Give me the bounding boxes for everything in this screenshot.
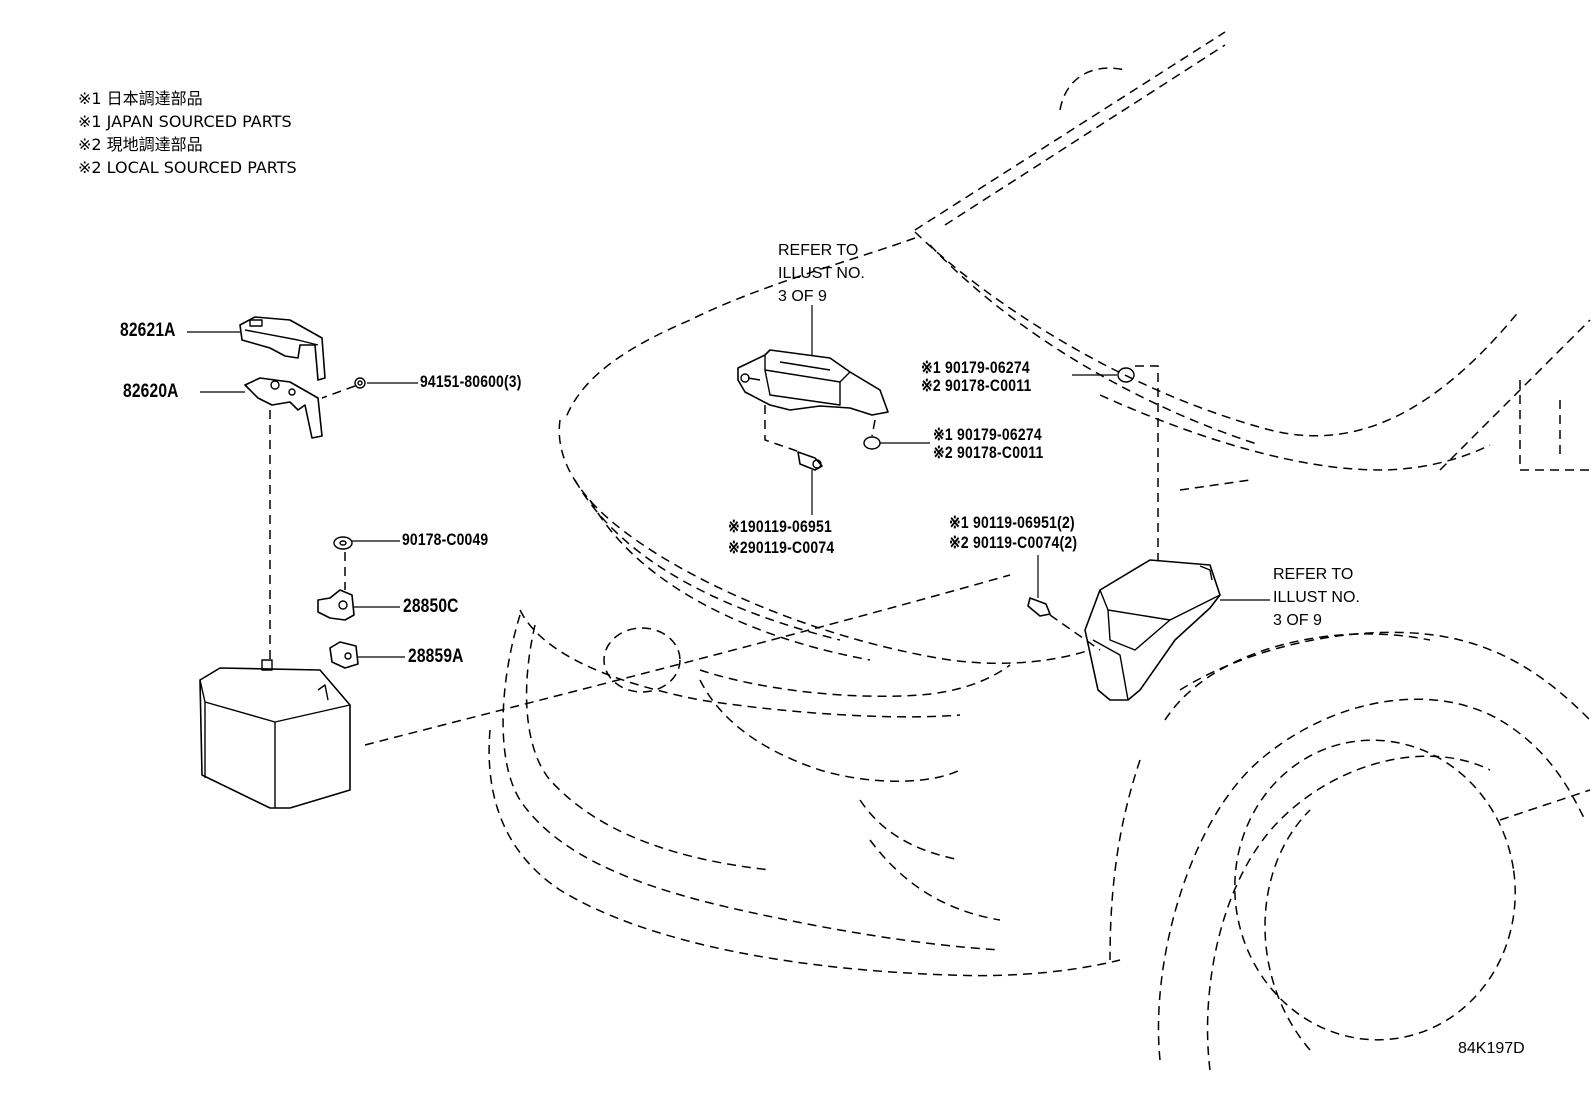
part-82621A-label[interactable]: 82621A <box>120 320 176 341</box>
part-28850C-label[interactable]: 28850C <box>403 596 459 617</box>
sensor-28850C-part <box>317 589 400 621</box>
legend-japan-en: ※1 JAPAN SOURCED PARTS <box>78 112 292 131</box>
part-90178-C0049-label[interactable]: 90178-C0049 <box>402 530 489 549</box>
ecu-nut-local-label[interactable]: ※2 90178-C0011 <box>933 443 1044 462</box>
part-94151-label[interactable]: 94151-80600(3) <box>420 372 522 391</box>
ref-line-3: 3 OF 9 <box>778 288 827 305</box>
legend-local-en: ※2 LOCAL SOURCED PARTS <box>78 158 297 177</box>
relay-cover-82621A-part <box>187 316 326 381</box>
ecu-bolt-local-label[interactable]: ※290119-C0074 <box>728 538 835 557</box>
legend-local-jp: ※2 現地調達部品 <box>78 135 203 154</box>
fuse-bolt-japan-label[interactable]: ※1 90119-06951(2) <box>949 513 1075 532</box>
ecu-module-part <box>737 305 930 515</box>
part-28859A-label[interactable]: 28859A <box>408 646 464 667</box>
bracket-82620A-part <box>200 377 323 439</box>
part-82620A-label[interactable]: 82620A <box>123 381 179 402</box>
nut-90178-C0049-part <box>333 536 400 590</box>
upper-nut-japan-label[interactable]: ※1 90179-06274 <box>921 358 1030 377</box>
ref-line-1: REFER TO <box>778 242 859 259</box>
fuse-box-refer-to-illustration[interactable]: REFER TO ILLUST NO. 3 OF 9 <box>1273 563 1360 632</box>
ref-line-2: ILLUST NO. <box>1273 589 1360 606</box>
ecu-refer-to-illustration[interactable]: REFER TO ILLUST NO. 3 OF 9 <box>778 239 865 308</box>
battery-part <box>199 574 1011 809</box>
fuse-bolt-local-label[interactable]: ※2 90119-C0074(2) <box>949 533 1078 552</box>
fuse-box-part <box>1027 555 1270 701</box>
ref-line-3: 3 OF 9 <box>1273 612 1322 629</box>
ref-line-1: REFER TO <box>1273 566 1354 583</box>
clip-94151-part <box>321 377 418 399</box>
upper-nut-part <box>1072 365 1159 560</box>
vehicle-outline <box>488 31 1591 1071</box>
ref-line-2: ILLUST NO. <box>778 265 865 282</box>
bracket-28859A-part <box>329 641 405 669</box>
upper-nut-local-label[interactable]: ※2 90178-C0011 <box>921 376 1032 395</box>
ecu-nut-japan-label[interactable]: ※1 90179-06274 <box>933 425 1042 444</box>
ecu-bolt-japan-label[interactable]: ※190119-06951 <box>728 517 833 536</box>
illustration-code: 84K197D <box>1458 1040 1525 1057</box>
legend-japan-jp: ※1 日本調達部品 <box>78 89 203 108</box>
